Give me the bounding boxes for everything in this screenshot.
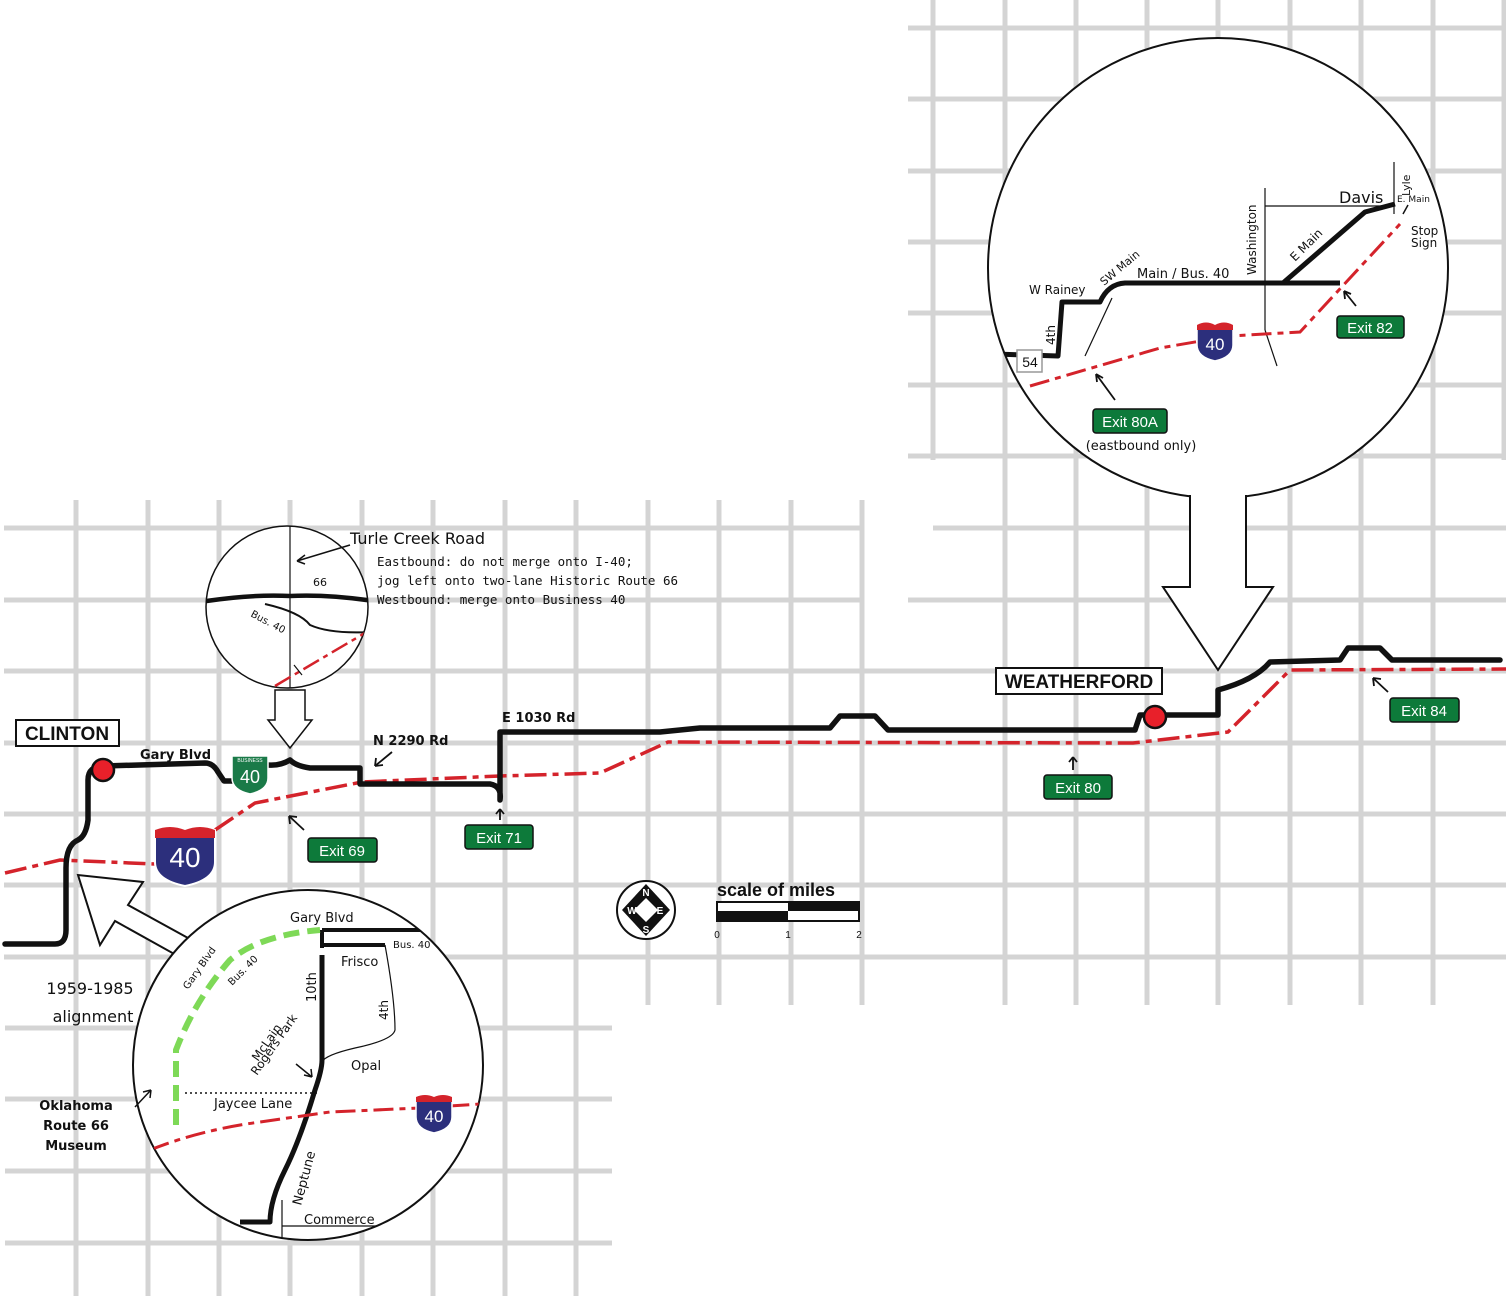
turtle-creek-note-3: Westbound: merge onto Business 40	[377, 592, 625, 607]
exit-69-sign: Exit 69	[288, 815, 378, 863]
scale-title: scale of miles	[717, 880, 835, 900]
museum-label-2: Route 66	[43, 1119, 109, 1134]
us-54-shield	[1016, 349, 1043, 373]
i40-shield-clinton-inset: 40	[415, 1094, 453, 1134]
route-66-inset-label: 66	[313, 576, 327, 589]
svg-text:40: 40	[240, 767, 260, 787]
compass-n: N	[642, 888, 649, 899]
tenth-label: 10th	[305, 972, 320, 1002]
interstate-40-line	[4, 667, 1506, 875]
fourth-label-clinton: 4th	[377, 1000, 391, 1020]
svg-text:CLINTON: CLINTON	[25, 724, 109, 745]
svg-text:54: 54	[1022, 354, 1038, 370]
frisco-label: Frisco	[341, 955, 378, 970]
compass-rose: N E S W	[616, 880, 676, 940]
turtle-creek-note-1: Eastbound: do not merge onto I-40;	[377, 554, 633, 569]
svg-text:WEATHERFORD: WEATHERFORD	[1005, 672, 1153, 693]
museum-label-1: Oklahoma	[39, 1099, 112, 1114]
svg-text:40: 40	[1206, 335, 1225, 354]
scale-bar: scale of miles 0 1 2	[714, 880, 862, 941]
svg-text:Exit 71: Exit 71	[476, 830, 522, 847]
svg-text:BUSINESS: BUSINESS	[237, 758, 263, 764]
turtle-creek-inset: 66 Bus. 40	[205, 525, 369, 750]
clinton-inset: 40 Gary Blvd Bus. 40 Gary Blvd Bus. 40 F…	[76, 873, 484, 1241]
n2290-label: N 2290 Rd	[373, 734, 448, 749]
svg-text:Exit 80: Exit 80	[1055, 780, 1101, 797]
stop-label-1: Stop	[1411, 224, 1438, 238]
stop-label-2: Sign	[1411, 236, 1437, 250]
clinton-dot	[90, 757, 116, 783]
museum-label-3: Museum	[45, 1139, 107, 1154]
scale-tick-0: 0	[714, 930, 720, 941]
e-main-small-label: E. Main	[1397, 195, 1430, 205]
commerce-label: Commerce	[304, 1213, 375, 1228]
n2290-arrow	[374, 751, 393, 767]
alignment-note-2: alignment	[53, 1007, 134, 1026]
compass-w: W	[627, 906, 637, 917]
turtle-creek-title: Turle Creek Road	[349, 529, 485, 548]
davis-label: Davis	[1339, 188, 1383, 207]
scale-tick-1: 1	[785, 930, 791, 941]
weatherford-dot	[1142, 704, 1168, 730]
weatherford-down-arrow	[1161, 495, 1275, 672]
business-40-shield: BUSINESS 40	[231, 755, 269, 795]
clinton-label: CLINTON	[15, 719, 120, 747]
scale-tick-2: 2	[856, 930, 862, 941]
compass-e: E	[657, 906, 664, 917]
washington-label: Washington	[1245, 204, 1259, 275]
gary-blvd-label: Gary Blvd	[140, 748, 211, 763]
exit-80-sign: Exit 80	[1043, 756, 1113, 800]
svg-text:40: 40	[425, 1107, 444, 1126]
clinton-inset-arrow	[76, 873, 190, 957]
fourth-label-weatherford: 4th	[1044, 325, 1058, 345]
exit-84-sign: Exit 84	[1372, 677, 1460, 723]
svg-text:Exit 69: Exit 69	[319, 843, 365, 860]
alignment-note-1: 1959-1985	[46, 979, 133, 998]
svg-text:Exit 82: Exit 82	[1347, 320, 1393, 337]
main-bus40-label: Main / Bus. 40	[1137, 267, 1229, 282]
jaycee-label: Jaycee Lane	[213, 1097, 292, 1112]
weatherford-label: WEATHERFORD	[995, 667, 1163, 695]
i40-shield-weatherford: 40	[1196, 321, 1234, 362]
exit-71-sign: Exit 71	[464, 808, 534, 850]
weatherford-inset: 54 40 Davis Lyle E. Main Stop Sign Washi…	[987, 37, 1449, 672]
gary-blvd-inset-label: Gary Blvd	[290, 911, 354, 926]
exit-80a-note: (eastbound only)	[1086, 439, 1197, 454]
i40-shield-large: 40	[154, 826, 216, 888]
w-rainey-label: W Rainey	[1029, 283, 1086, 297]
svg-text:Exit 80A: Exit 80A	[1102, 414, 1158, 431]
bus40-inset-label-clinton: Bus. 40	[393, 940, 431, 951]
turtle-creek-note-2: jog left onto two-lane Historic Route 66	[377, 573, 678, 588]
svg-text:40: 40	[169, 842, 200, 873]
exit-82-sign: Exit 82	[1336, 290, 1405, 339]
turtle-creek-down-arrow	[266, 689, 314, 750]
opal-label: Opal	[351, 1059, 381, 1074]
exit-80a-sign: Exit 80A	[1092, 373, 1168, 434]
svg-text:Exit 84: Exit 84	[1401, 703, 1447, 720]
compass-s: S	[643, 925, 650, 936]
lyle-label: Lyle	[1400, 174, 1413, 196]
e1030-label: E 1030 Rd	[502, 711, 575, 726]
